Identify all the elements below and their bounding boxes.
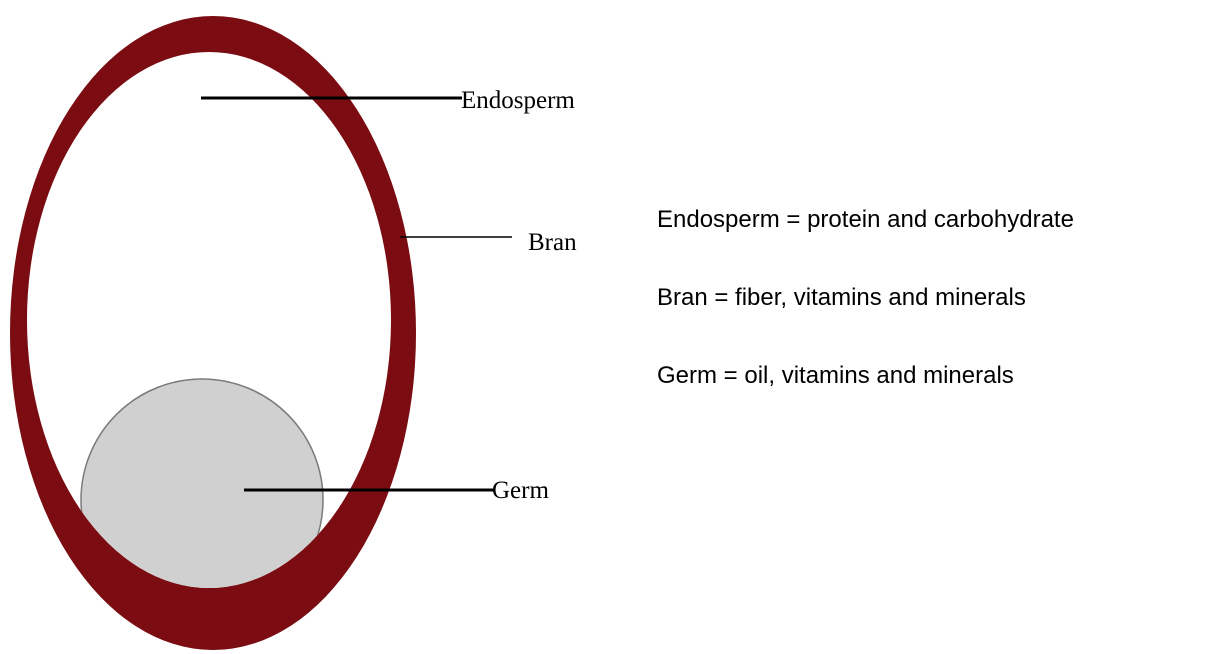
nutrient-notes: Endosperm = protein and carbohydrate Bra… bbox=[657, 202, 1228, 436]
endosperm-note: Endosperm = protein and carbohydrate bbox=[657, 202, 1228, 238]
germ-note: Germ = oil, vitamins and minerals bbox=[657, 358, 1228, 394]
bran-label: Bran bbox=[528, 229, 577, 256]
bran-note: Bran = fiber, vitamins and minerals bbox=[657, 280, 1228, 316]
germ-label: Germ bbox=[492, 477, 549, 504]
endosperm-label: Endosperm bbox=[461, 87, 575, 114]
